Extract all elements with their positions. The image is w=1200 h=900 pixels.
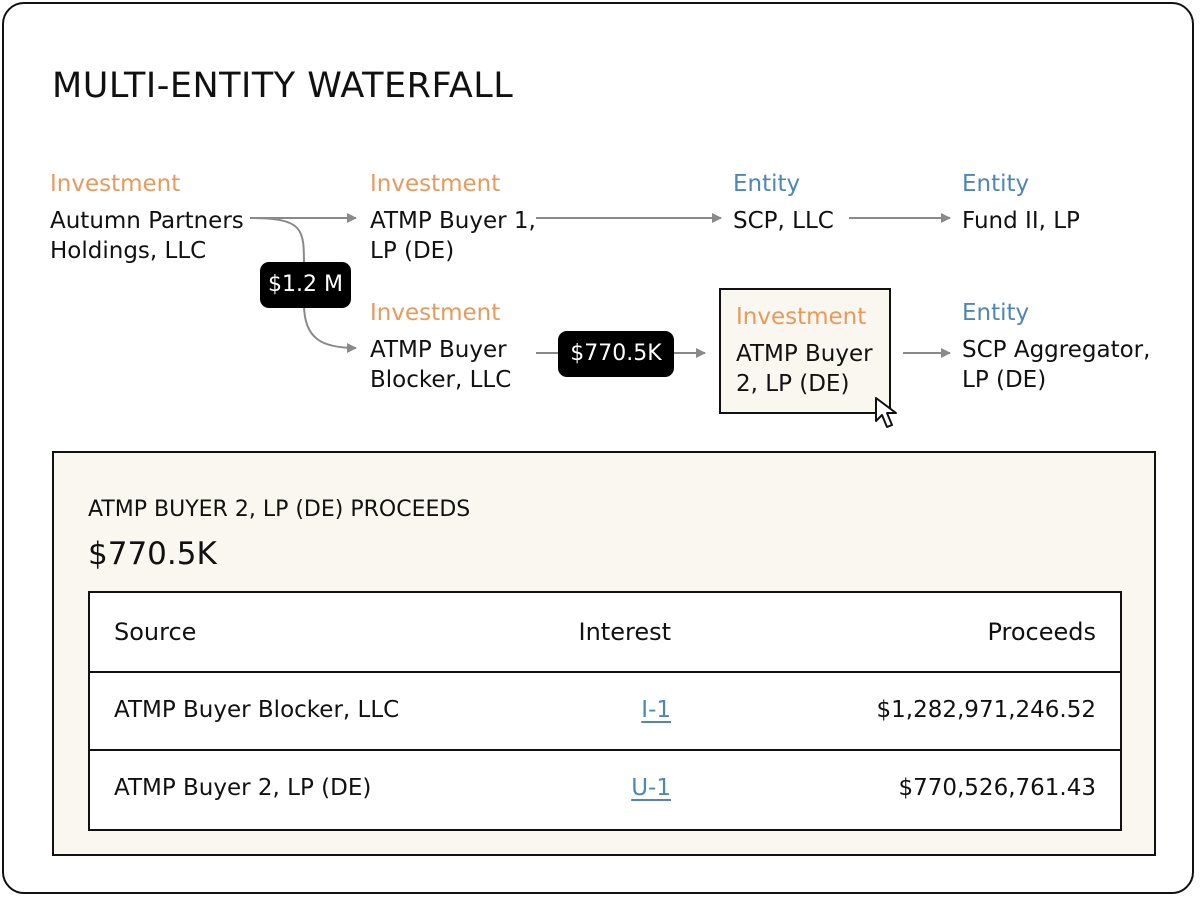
mouse-pointer-icon — [875, 397, 897, 428]
node-name-line-2: 2, LP (DE) — [736, 371, 850, 397]
node-name-line-2: Holdings, LLC — [50, 238, 207, 264]
column-header-source: Source — [114, 618, 197, 646]
node-name-line-1: Autumn Partners — [50, 208, 244, 234]
proceeds-panel: ATMP BUYER 2, LP (DE) PROCEEDS $770.5K S… — [52, 451, 1156, 856]
node-scp-llc[interactable]: Entity SCP, LLC — [733, 169, 834, 236]
proceeds-table: Source Interest Proceeds ATMP Buyer Bloc… — [88, 591, 1122, 831]
node-name-line-1: SCP Aggregator, — [962, 337, 1151, 363]
node-name-line-1: ATMP Buyer — [736, 341, 873, 367]
node-autumn-partners[interactable]: Investment Autumn Partners Holdings, LLC — [50, 169, 244, 266]
node-name-line-1: ATMP Buyer 1, — [370, 208, 536, 234]
proceeds-total: $770.5K — [88, 536, 217, 572]
node-type-label: Investment — [50, 171, 181, 197]
node-name-line-1: ATMP Buyer — [370, 337, 507, 363]
node-name-line-2: LP (DE) — [962, 367, 1047, 393]
node-atmp-buyer-blocker[interactable]: Investment ATMP Buyer Blocker, LLC — [370, 298, 511, 395]
node-type-label: Entity — [733, 171, 801, 197]
flow-amount-badge: $770.5K — [558, 331, 674, 377]
table-row: ATMP Buyer Blocker, LLC I-1 $1,282,971,2… — [90, 673, 1120, 751]
node-type-label: Entity — [962, 300, 1030, 326]
node-atmp-buyer-2-selected[interactable]: Investment ATMP Buyer 2, LP (DE) — [719, 288, 891, 414]
node-type-label: Investment — [370, 171, 501, 197]
node-fund-ii[interactable]: Entity Fund II, LP — [962, 169, 1080, 236]
source-cell: ATMP Buyer Blocker, LLC — [114, 697, 400, 723]
node-name-line-1: SCP, LLC — [733, 208, 834, 234]
node-type-label: Investment — [736, 304, 867, 330]
interest-link[interactable]: I-1 — [641, 697, 671, 723]
flow-amount-badge: $1.2 M — [260, 262, 351, 308]
node-name-line-2: LP (DE) — [370, 238, 455, 264]
node-name-line-1: Fund II, LP — [962, 208, 1080, 234]
node-type-label: Investment — [370, 300, 501, 326]
node-atmp-buyer-1[interactable]: Investment ATMP Buyer 1, LP (DE) — [370, 169, 536, 266]
node-name-line-2: Blocker, LLC — [370, 367, 512, 393]
column-header-interest: Interest — [578, 618, 671, 646]
proceeds-cell: $1,282,971,246.52 — [876, 697, 1096, 723]
column-header-proceeds: Proceeds — [987, 618, 1096, 646]
table-header-row: Source Interest Proceeds — [90, 593, 1120, 673]
source-cell: ATMP Buyer 2, LP (DE) — [114, 775, 372, 801]
proceeds-cell: $770,526,761.43 — [898, 775, 1096, 801]
interest-link[interactable]: U-1 — [631, 775, 671, 801]
proceeds-title: ATMP BUYER 2, LP (DE) PROCEEDS — [88, 497, 471, 522]
page-title: MULTI-ENTITY WATERFALL — [52, 66, 514, 106]
table-row: ATMP Buyer 2, LP (DE) U-1 $770,526,761.4… — [90, 751, 1120, 829]
node-type-label: Entity — [962, 171, 1030, 197]
node-scp-aggregator[interactable]: Entity SCP Aggregator, LP (DE) — [962, 298, 1150, 395]
